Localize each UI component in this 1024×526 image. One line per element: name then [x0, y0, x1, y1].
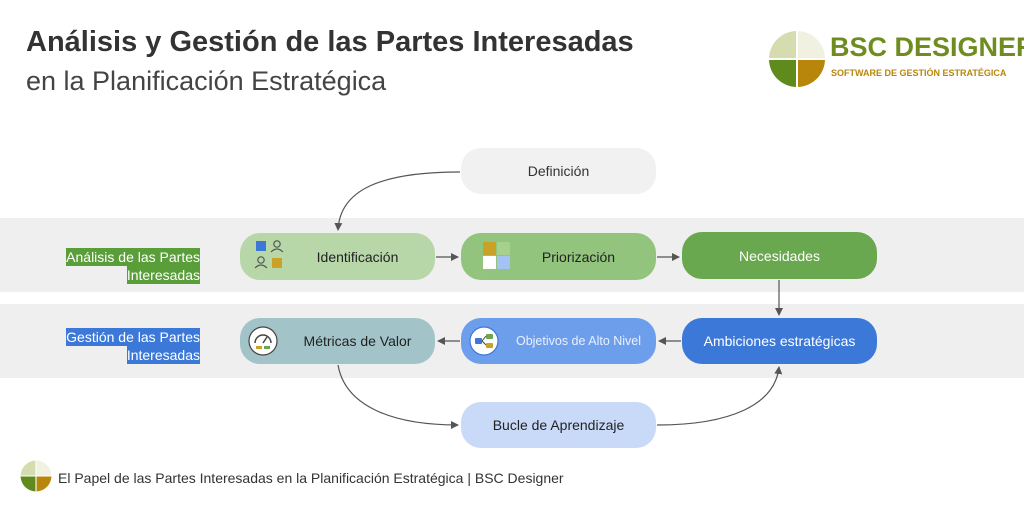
logo-name: BSC DESIGNER [830, 32, 1024, 62]
node-definicion-label: Definición [527, 163, 590, 179]
node-bucle-label: Bucle de Aprendizaje [492, 417, 625, 433]
node-objetivos-label: Objetivos de Alto Nivel [515, 334, 642, 348]
node-objetivos: Objetivos de Alto Nivel [461, 318, 656, 364]
analysis-label-line2: Interesadas [126, 266, 200, 284]
footer-caption: El Papel de las Partes Interesadas en la… [58, 470, 564, 486]
node-ambiciones: Ambiciones estratégicas [682, 318, 877, 364]
analysis-band-label: Análisis de las Partes Interesadas [66, 248, 200, 284]
management-label-line2: Interesadas [126, 346, 200, 364]
node-identificacion: Identificación [240, 233, 435, 280]
page-subtitle: en la Planificación Estratégica [26, 66, 387, 96]
node-priorizacion: Priorización [461, 233, 656, 280]
node-ambiciones-label: Ambiciones estratégicas [703, 333, 856, 349]
bsc-designer-logo: BSC DESIGNER SOFTWARE DE GESTIÓN ESTRATÉ… [768, 30, 1024, 88]
page-title: Análisis y Gestión de las Partes Interes… [26, 26, 634, 58]
arrow-metricas-to-bucle [337, 364, 459, 429]
node-metricas: Métricas de Valor [240, 318, 435, 364]
arrow-definicion-to-identificacion [334, 171, 461, 231]
node-necesidades-label: Necesidades [739, 247, 820, 264]
logo-mark-icon [769, 31, 825, 87]
logo-subtitle: SOFTWARE DE GESTIÓN ESTRATÉGICA [831, 68, 1007, 78]
management-label-line1: Gestión de las Partes [66, 328, 200, 346]
node-definicion: Definición [461, 148, 656, 194]
node-identificacion-label: Identificación [316, 248, 399, 265]
stakeholders-icon [254, 240, 284, 269]
analysis-label-line1: Análisis de las Partes [66, 248, 200, 266]
management-band-label: Gestión de las Partes Interesadas [66, 328, 200, 364]
footer-logo-icon [20, 460, 52, 492]
node-bucle: Bucle de Aprendizaje [461, 402, 656, 448]
node-metricas-label: Métricas de Valor [303, 333, 412, 349]
arrow-bucle-to-ambiciones [656, 366, 783, 426]
node-priorizacion-label: Priorización [541, 248, 616, 265]
priority-matrix-icon [483, 242, 510, 269]
node-necesidades: Necesidades [682, 232, 877, 279]
gauge-icon [248, 326, 278, 356]
objective-map-icon [469, 326, 499, 356]
